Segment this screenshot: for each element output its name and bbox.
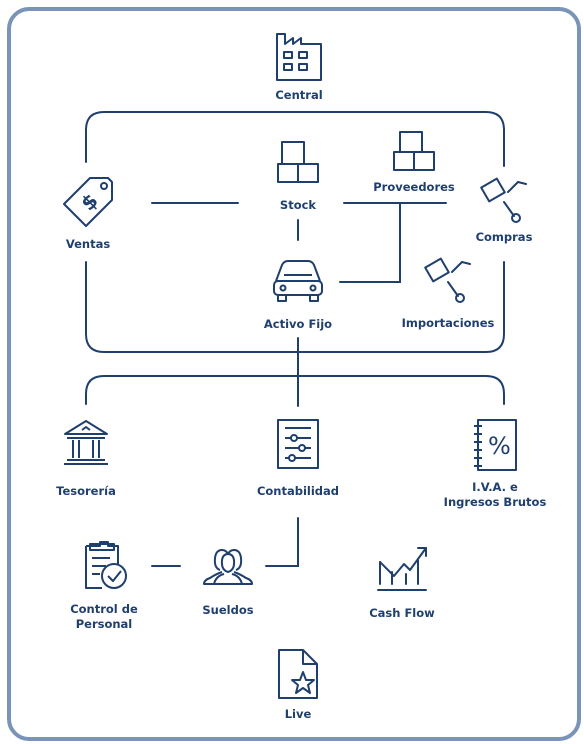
contabilidad-label: Contabilidad <box>256 484 340 498</box>
car-icon <box>273 260 323 302</box>
hand-truck-icon <box>480 177 527 223</box>
svg-text:%: % <box>488 432 511 460</box>
node-iva: % I.V.A. e Ingresos Brutos <box>440 418 550 510</box>
node-central: Central <box>254 30 344 103</box>
line-contabilidad-sueldos <box>265 517 299 567</box>
iva-label-line1: I.V.A. e <box>472 480 518 494</box>
importaciones-label: Importaciones <box>401 316 495 330</box>
control-personal-label-line2: Personal <box>75 617 133 631</box>
people-icon <box>203 549 253 585</box>
iva-label-line2: Ingresos Brutos <box>443 495 547 509</box>
stacked-boxes-icon <box>277 141 319 183</box>
node-proveedores: Proveedores <box>368 130 460 195</box>
node-tesoreria: Tesorería <box>46 418 126 499</box>
node-live: Live <box>256 648 340 722</box>
top-box-top-edge <box>85 111 505 167</box>
node-contabilidad: Contabilidad <box>252 418 344 499</box>
node-stock: Stock <box>256 140 340 213</box>
factory-icon <box>276 33 322 81</box>
node-ventas: $ Ventas <box>46 172 130 252</box>
activo-fijo-label: Activo Fijo <box>263 317 333 331</box>
bank-icon <box>64 420 108 465</box>
diagram-frame <box>7 7 581 741</box>
node-activo-fijo: Activo Fijo <box>250 257 346 332</box>
stock-label: Stock <box>279 198 317 212</box>
cash-flow-label: Cash Flow <box>369 606 435 620</box>
ventas-label: Ventas <box>65 237 111 251</box>
top-box-bottom-edge <box>85 261 505 353</box>
compras-label: Compras <box>475 230 533 244</box>
node-sueldos: Sueldos <box>186 544 270 618</box>
percent-notebook-icon: % <box>474 419 517 471</box>
lower-bracket <box>85 375 505 405</box>
tesoreria-label: Tesorería <box>56 484 116 498</box>
svg-text:$: $ <box>76 189 103 216</box>
central-label: Central <box>275 88 323 102</box>
clipboard-clock-icon <box>85 541 127 589</box>
price-tag-icon: $ <box>63 177 113 227</box>
control-personal-label-line1: Control de <box>70 602 138 616</box>
line-proveedores-activo <box>339 202 401 283</box>
node-control-personal: Control de Personal <box>60 540 148 632</box>
ledger-icon <box>277 419 319 469</box>
proveedores-label: Proveedores <box>373 180 455 194</box>
node-compras: Compras <box>460 172 548 245</box>
star-document-icon <box>278 649 318 699</box>
hand-truck-icon-importaciones <box>424 257 471 303</box>
node-cash-flow: Cash Flow <box>356 542 448 621</box>
sueldos-label: Sueldos <box>202 603 254 617</box>
node-importaciones: Importaciones <box>398 252 498 331</box>
chart-arrow-icon <box>377 547 427 591</box>
live-label: Live <box>284 707 312 721</box>
stacked-boxes-icon-proveedores <box>393 131 435 171</box>
